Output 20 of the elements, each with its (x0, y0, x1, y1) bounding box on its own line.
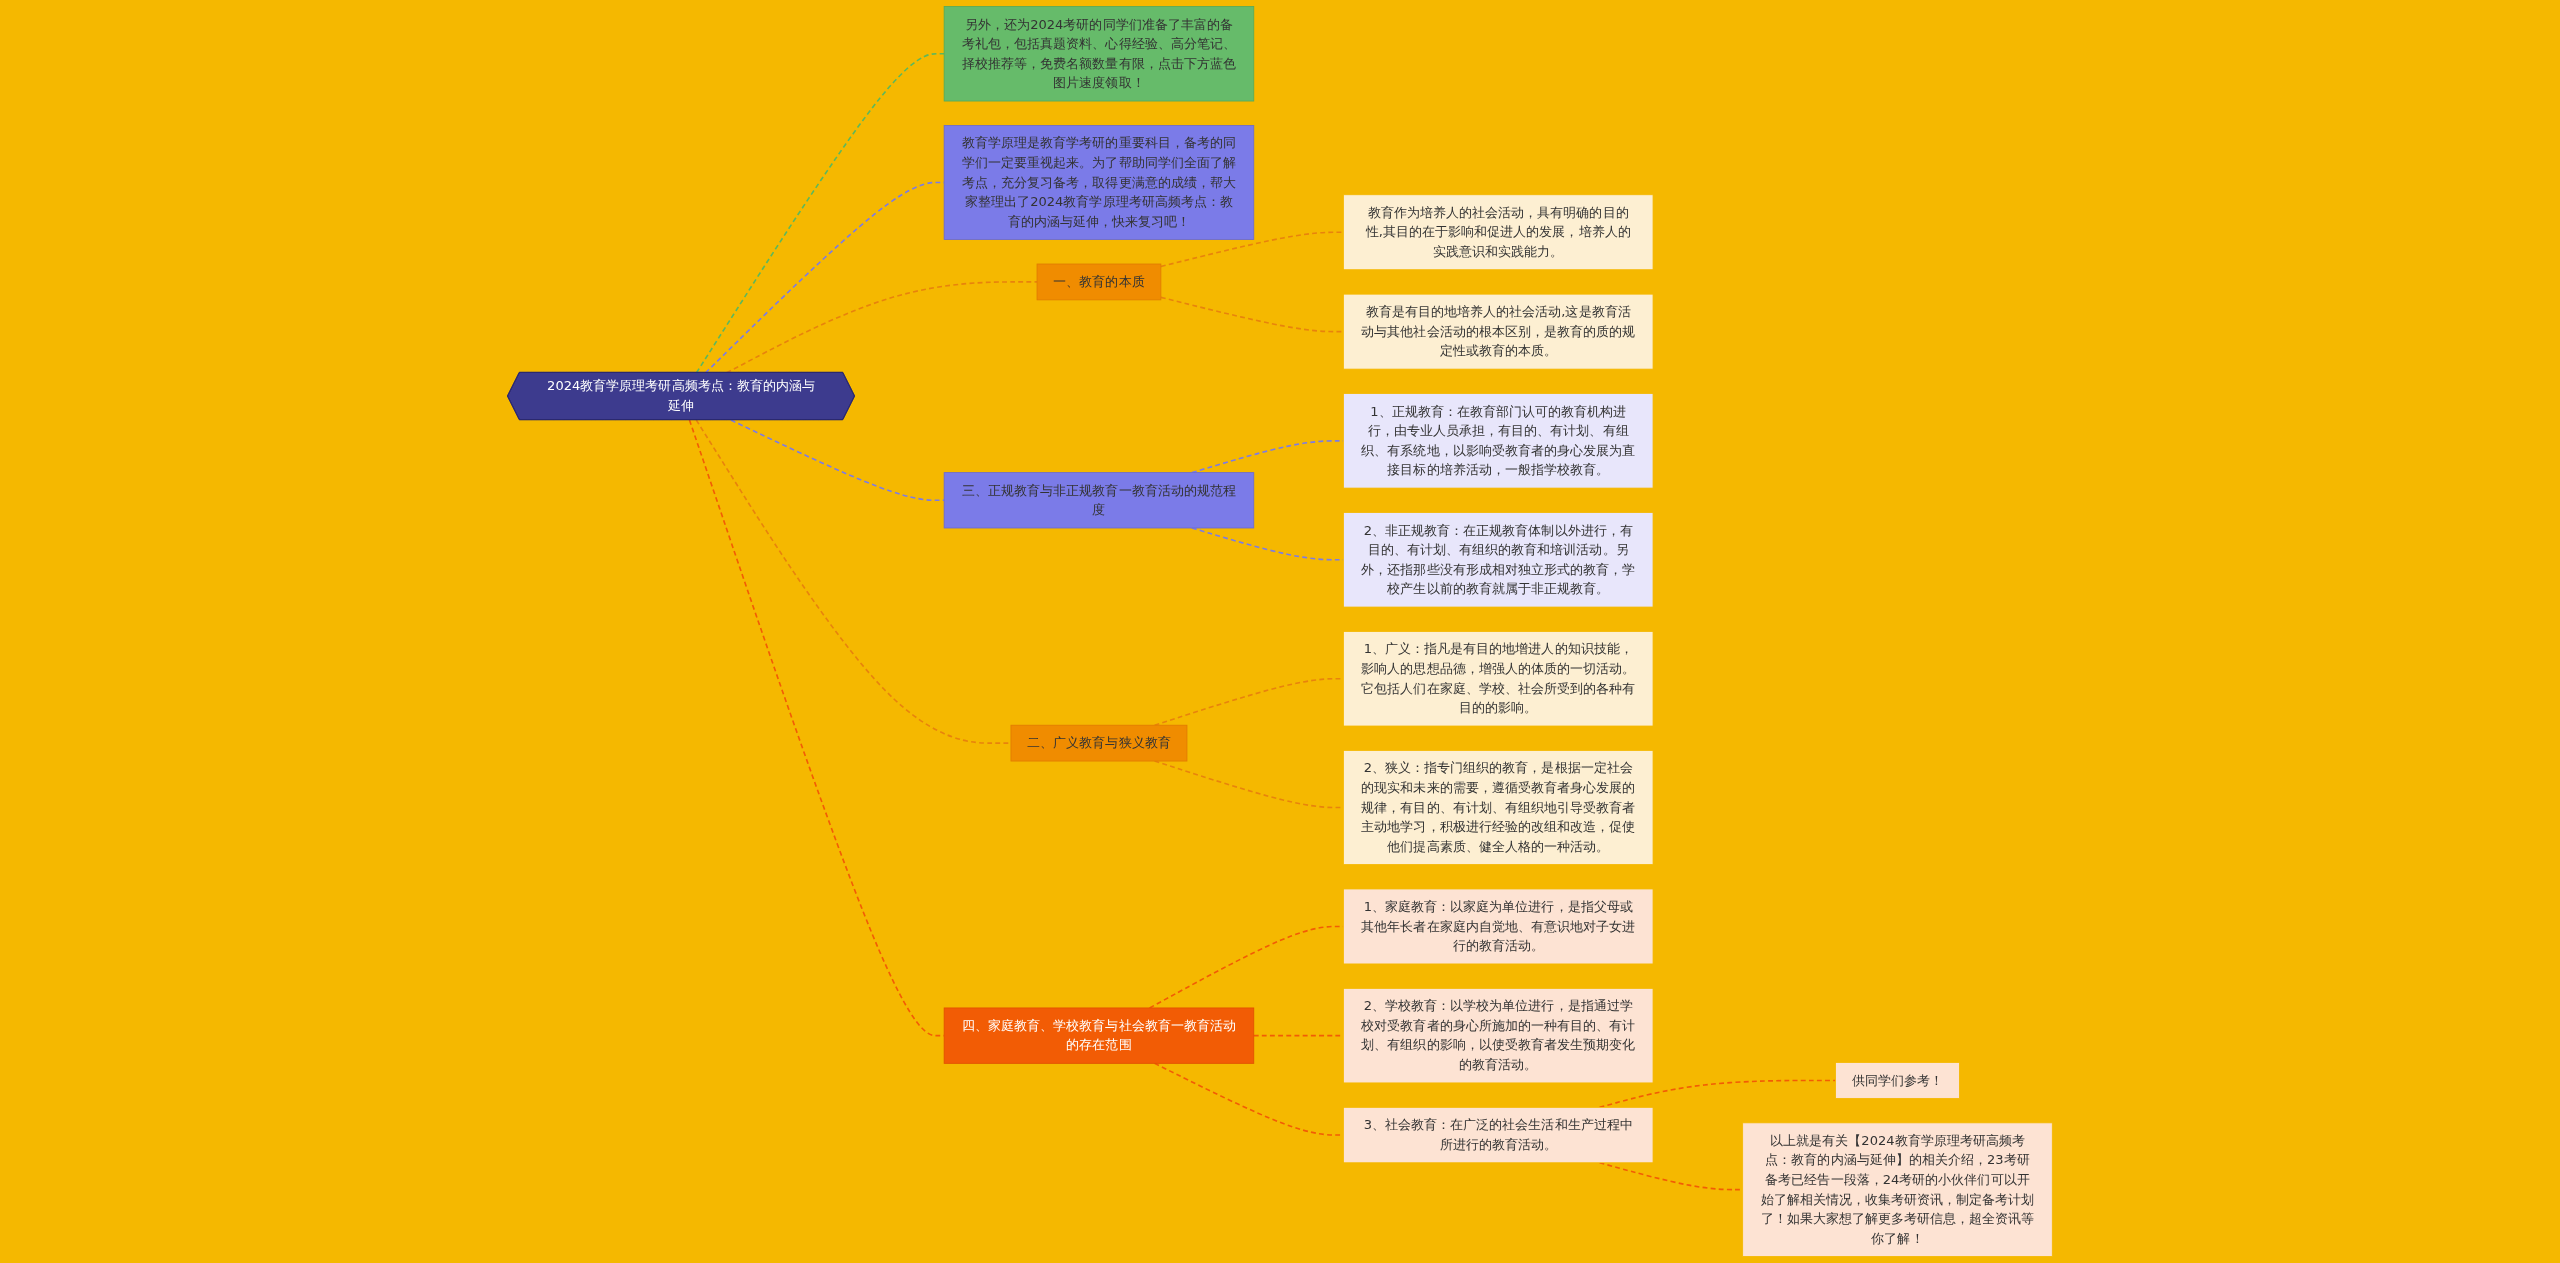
connector (1598, 1079, 1837, 1109)
node-box: 教育是有目的地培养人的社会活动,这是教育活动与其他社会活动的根本区别，是教育的质的规定性或教育的本质。 (1343, 293, 1654, 370)
node-box: 3、社会教育：在广泛的社会生活和生产过程中所进行的教育活动。 (1343, 1106, 1654, 1164)
node-box: 供同学们参考！ (1835, 1062, 1960, 1099)
node-box: 四、家庭教育、学校教育与社会教育一教育活动的存在范围 (943, 1007, 1255, 1064)
node-box: 另外，还为2024考研的同学们准备了丰富的备考礼包，包括真题资料、心得经验、高分笔记、择校推荐等，免费名额数量有限，点击下方蓝色图片速度领取！ (943, 6, 1255, 102)
node-box: 1、家庭教育：以家庭为单位进行，是指父母或其他年长者在家庭内自觉地、有意识地对子女进行的教育活动。 (1343, 888, 1654, 965)
node-box: 2、非正规教育：在正规教育体制以外进行，有目的、有计划、有组织的教育和培训活动。另外，还指那些没有形成相对独立形式的教育，学校产生以前的教育就属于非正规教育。 (1343, 512, 1654, 608)
node-box: 教育作为培养人的社会活动，具有明确的目的性,其目的在于影响和促进人的发展，培养人的实践意识和实践能力。 (1343, 194, 1654, 271)
node-box: 一、教育的本质 (1036, 263, 1162, 301)
connector (725, 281, 1038, 374)
node-box: 教育学原理是教育学考研的重要科目，备考的同学们一定要重视起来。为了帮助同学们全面了解考点，充分复习备考，取得更满意的成绩，帮大家整理出了2024教育学原理考研高频考点：教育的内涵与延伸，快来复习吧！ (943, 125, 1255, 240)
node-box: 2、狭义：指专门组织的教育，是根据一定社会的现实和未来的需要，遵循受教育者身心发展的规律，有目的、有计划、有组织地引导受教育者主动地学习，积极进行经验的改组和改造，促使他们提高素质、健全人格的一种活动。 (1343, 750, 1654, 865)
connector (695, 52, 946, 374)
node-box: 三、正规教育与非正规教育一教育活动的规范程度 (943, 472, 1255, 529)
node-box: 以上就是有关【2024教育学原理考研高频考点：教育的内涵与延伸】的相关介绍，23考研备考已经告一段落，24考研的小伙伴们可以开始了解相关情况，收集考研资讯，制定备考计划了！如果大家想了解更多考研信息，超全资讯等你了解！ (1742, 1122, 2053, 1257)
node-box: 1、广义：指凡是有目的地增进人的知识技能，影响人的思想品德，增强人的体质的一切活动。它包括人们在家庭、学校、社会所受到的各种有目的的影响。 (1343, 631, 1654, 727)
node-box: 二、广义教育与狭义教育 (1010, 724, 1188, 762)
node-box: 1、正规教育：在教育部门认可的教育机构进行，由专业人员承担，有目的、有计划、有组织、有系统地，以影响受教育者的身心发展为直接目标的培养活动，一般指学校教育。 (1343, 393, 1654, 489)
node-box: 2、学校教育：以学校为单位进行，是指通过学校对受教育者的身心所施加的一种有目的、有计划、有组织的影响，以使受教育者发生预期变化的教育活动。 (1343, 988, 1654, 1084)
